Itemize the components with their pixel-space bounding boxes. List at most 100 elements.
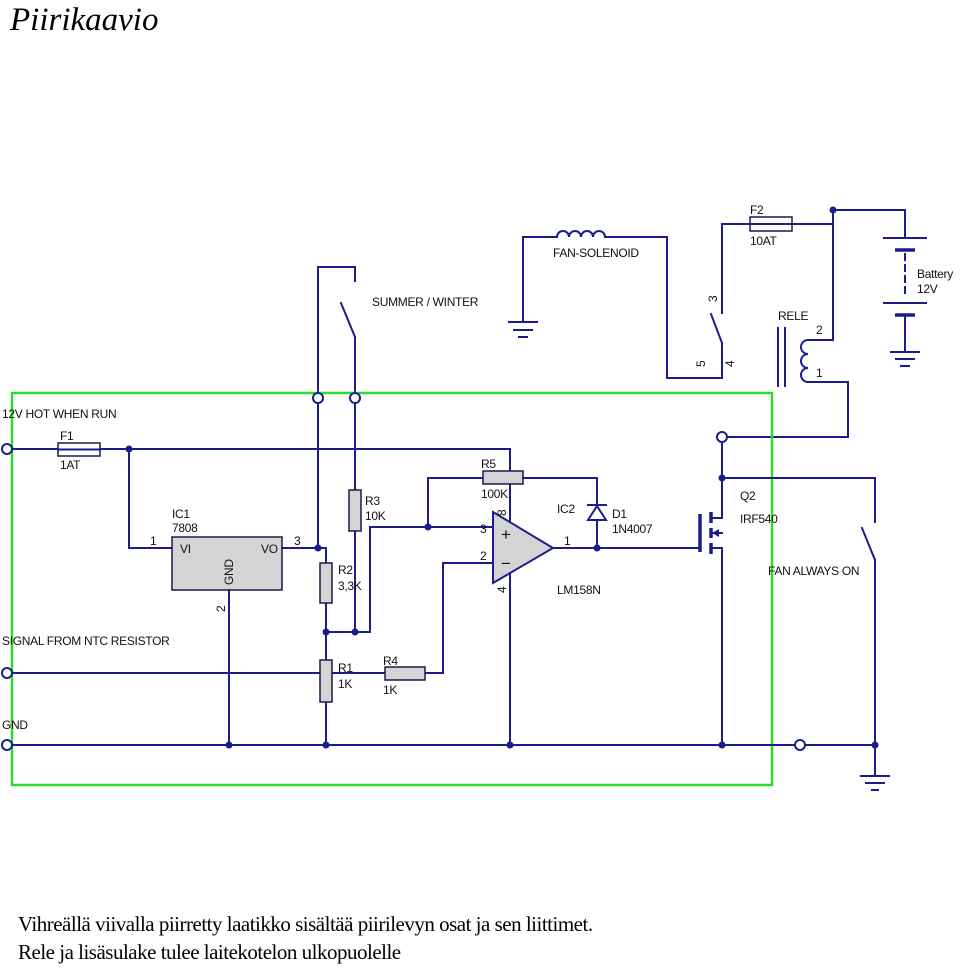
relay-pin-label: 5: [694, 360, 708, 367]
wire-relay-coil-bottom: [726, 381, 849, 438]
fan-always-on-switch: FAN ALWAYS ON: [721, 477, 877, 746]
mosfet-arrow: [712, 529, 719, 537]
junction-dots: [125, 206, 879, 749]
terminal-ground: [1, 739, 13, 751]
wire-regulator-input: [128, 448, 173, 549]
ground-terminal-label: GND: [2, 718, 28, 732]
ic1-pin-vo: VO: [261, 542, 278, 556]
diode-d1-triangle: [586, 504, 608, 521]
junction-dot: [225, 741, 233, 749]
summer-winter-switch-blade: [339, 301, 357, 339]
wire-mosfet-source: [711, 547, 723, 746]
ground-symbol-battery: [890, 351, 920, 367]
junction-dot: [322, 628, 330, 636]
relay-pin-label: 2: [816, 323, 823, 337]
opamp-body: [492, 510, 555, 585]
terminal-fan-ground: [794, 739, 806, 751]
terminal-switch-b: [349, 392, 361, 404]
resistor-r3-ref: R3: [365, 494, 380, 508]
wire-relay-contact-top: [721, 223, 751, 314]
wire-12v-rail: [99, 448, 511, 523]
wire-battery-plus: [832, 209, 906, 239]
mosfet-q2: Q2 IRF540: [698, 441, 778, 746]
mosfet-ref: Q2: [740, 489, 756, 503]
junction-dot: [424, 523, 432, 531]
fuse-f1-value: 1AT: [60, 458, 81, 472]
resistor-r5-body: [482, 470, 524, 485]
resistor-r4-ref: R4: [383, 654, 398, 668]
wire-r5-right: [522, 477, 598, 506]
wire-ground-out: [804, 744, 876, 776]
relay-pin-label: 3: [706, 295, 720, 302]
ic1-regulator: IC1 7808 VI VO GND 1 3 2: [150, 507, 327, 746]
ic1-pin-number: 2: [214, 605, 228, 612]
resistor-r1-value: 1K: [338, 677, 352, 691]
resistor-r2-body: [319, 562, 333, 604]
junction-dot: [125, 445, 133, 453]
terminal-power: [1, 443, 13, 455]
power-terminal-label: 12V HOT WHEN RUN: [2, 407, 116, 421]
resistor-r3-value: 10K: [365, 509, 386, 523]
opamp-pin-number: 4: [495, 586, 509, 593]
relay-label: RELE: [778, 309, 808, 323]
fan-solenoid: FAN-SOLENOID: [508, 230, 723, 379]
relay-coil: [800, 338, 810, 384]
resistor-r2: R2 3,3K: [319, 562, 362, 604]
fan-switch-blade: [860, 526, 877, 562]
ic1-pin-number: 3: [294, 534, 301, 548]
resistor-r1-ref: R1: [338, 661, 353, 675]
junction-dot: [506, 741, 514, 749]
junction-dot: [718, 474, 726, 482]
relay-pin-label: 1: [816, 366, 823, 380]
terminal-relay: [716, 431, 728, 443]
opamp-pin-number: 3: [480, 522, 487, 536]
junction-dot: [322, 741, 330, 749]
fan-switch-label: FAN ALWAYS ON: [768, 564, 859, 578]
resistor-r3: R3 10K: [348, 489, 386, 532]
terminal-switch-a: [312, 392, 324, 404]
wire-minus-to-r4: [424, 562, 494, 674]
relay-contact-blade: [709, 312, 724, 345]
power-input: 12V HOT WHEN RUN F1 1AT: [2, 407, 511, 549]
page-title: Piirikaavio: [9, 2, 158, 38]
wire-mosfet-drain: [711, 441, 723, 519]
battery: Battery 12V: [832, 209, 954, 367]
terminal-signal: [1, 667, 13, 679]
mosfet-part: IRF540: [740, 512, 778, 526]
battery-voltage: 12V: [917, 282, 938, 296]
opamp-pin-number: 8: [495, 509, 509, 516]
fan-solenoid-coil: [555, 230, 607, 239]
ic1-pin-vi: VI: [180, 542, 191, 556]
ic2-ref: IC2: [557, 502, 575, 516]
wire-solenoid-ground: [522, 236, 558, 321]
battery-label: Battery: [917, 267, 953, 281]
ic2-part: LM158N: [557, 583, 601, 597]
junction-dot: [593, 544, 601, 552]
wire-relay-coil-top: [807, 209, 834, 341]
relay-pin-label: 4: [723, 360, 737, 367]
wire-r5-left: [427, 477, 484, 528]
opamp-pin-number: 1: [564, 534, 571, 548]
resistor-r4-value: 1K: [383, 683, 397, 697]
resistor-r5: R5 100K: [481, 457, 524, 501]
junction-dot: [829, 206, 837, 214]
wire-ic1-vo: [281, 547, 327, 564]
fuse-f1-ref: F1: [60, 429, 74, 443]
wire-fan-switch-in: [721, 477, 876, 523]
diode-d1-part: 1N4007: [612, 522, 653, 536]
ic1-pin-gnd: GND: [222, 559, 236, 585]
wire-solenoid-relay: [604, 236, 723, 379]
opamp-pin-number: 2: [480, 549, 487, 563]
junction-dot: [718, 741, 726, 749]
fuse-f2-ref: F2: [750, 203, 764, 217]
ic1-part: 7808: [172, 521, 198, 535]
summer-winter-switch: SUMMER / WINTER: [317, 266, 479, 394]
junction-dot: [351, 628, 359, 636]
diode-d1-ref: D1: [612, 507, 627, 521]
ground-symbol-main: [860, 775, 890, 791]
junction-dot: [314, 544, 322, 552]
fuse-f2: F2 10AT: [749, 203, 834, 248]
fuse-f2-value: 10AT: [750, 234, 778, 248]
resistor-r4: R4 1K: [383, 654, 426, 697]
